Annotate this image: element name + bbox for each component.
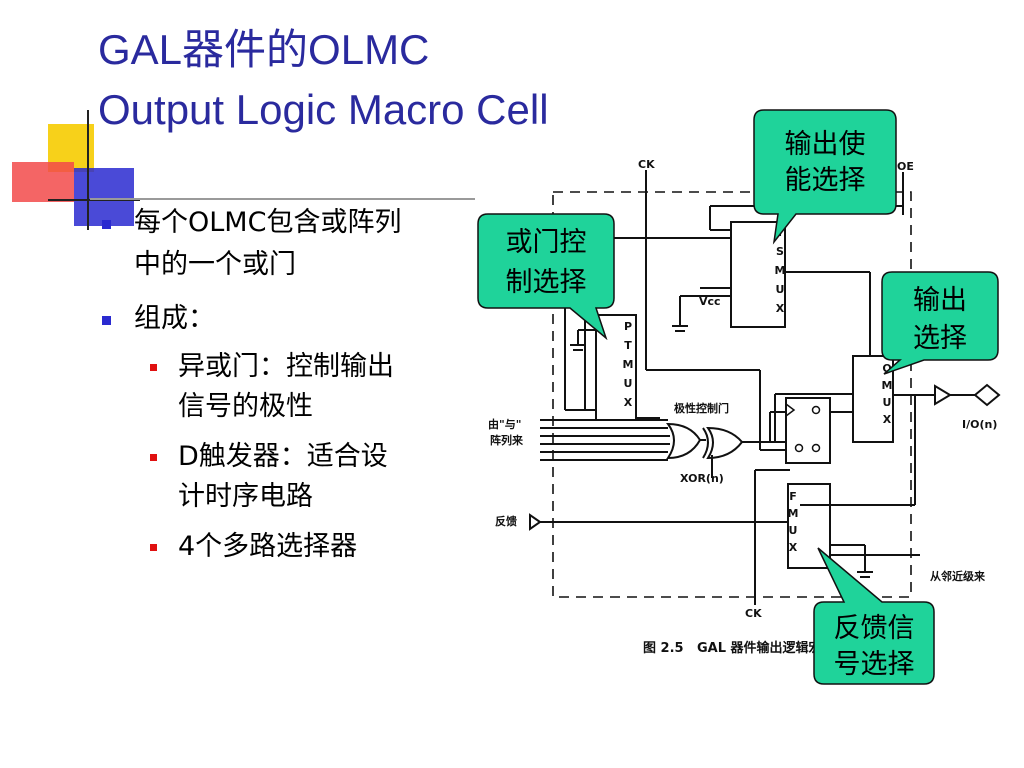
ck-bottom-label: CK — [745, 607, 762, 620]
bullet-text: 异或门：控制输出 — [178, 351, 394, 382]
callout-or-gate-control: 或门控 制选择 — [474, 212, 644, 340]
callout-or-gate-line2: 制选择 — [505, 267, 587, 298]
callout-output-select-line1: 输出 — [913, 285, 967, 316]
oe-label: OE — [897, 160, 914, 173]
sub-bullet-marker — [150, 544, 157, 551]
sub-bullet-marker — [150, 364, 157, 371]
callout-output-enable: 输出使 能选择 — [730, 108, 910, 248]
callout-output-enable-line2: 能选择 — [784, 165, 866, 196]
slide-title-line2: Output Logic Macro Cell — [98, 86, 549, 133]
bullet-text: 中的一个或门 — [134, 249, 296, 280]
from-and-array-label-1: 由"与" — [488, 417, 521, 431]
callout-feedback-select: 反馈信 号选择 — [810, 546, 950, 688]
callout-output-enable-line1: 输出使 — [784, 129, 866, 160]
bullet-text: D触发器：适合设 — [178, 441, 388, 472]
bullet-text: 每个OLMC包含或阵列 — [134, 207, 402, 238]
bullet-text: 4个多路选择器 — [178, 531, 358, 562]
bullet-marker — [102, 220, 111, 229]
ck-top-label: CK — [638, 158, 655, 171]
bullet-text: 计时序电路 — [178, 481, 313, 512]
caption-text: GAL 器件输出逻辑宏 — [697, 640, 822, 656]
title-underline — [90, 198, 475, 200]
bullet-marker — [102, 316, 111, 325]
callout-or-gate-line1: 或门控 — [505, 227, 587, 258]
callout-feedback-line1: 反馈信 — [833, 613, 915, 644]
vcc-label: Vcc — [699, 295, 721, 308]
xor-label: XOR(n) — [680, 472, 724, 485]
sub-bullet-marker — [150, 454, 157, 461]
io-label: I/O(n) — [962, 418, 997, 431]
callout-output-select-line2: 选择 — [913, 323, 967, 354]
callout-output-select: 输出 选择 — [878, 270, 1002, 378]
polarity-gate-label: 极性控制门 — [674, 401, 729, 415]
bullet-text: 信号的极性 — [178, 391, 313, 422]
from-adjacent-label: 从邻近级来 — [930, 569, 986, 583]
slide-title-line1: GAL器件的OLMC — [98, 26, 430, 73]
bullet-text: 组成： — [134, 303, 215, 334]
feedback-label: 反馈 — [495, 514, 517, 528]
caption-number: 图 2.5 — [643, 641, 684, 656]
from-and-array-label-2: 阵列来 — [490, 433, 524, 447]
callout-feedback-line2: 号选择 — [833, 649, 915, 680]
corner-decoration — [0, 110, 140, 230]
